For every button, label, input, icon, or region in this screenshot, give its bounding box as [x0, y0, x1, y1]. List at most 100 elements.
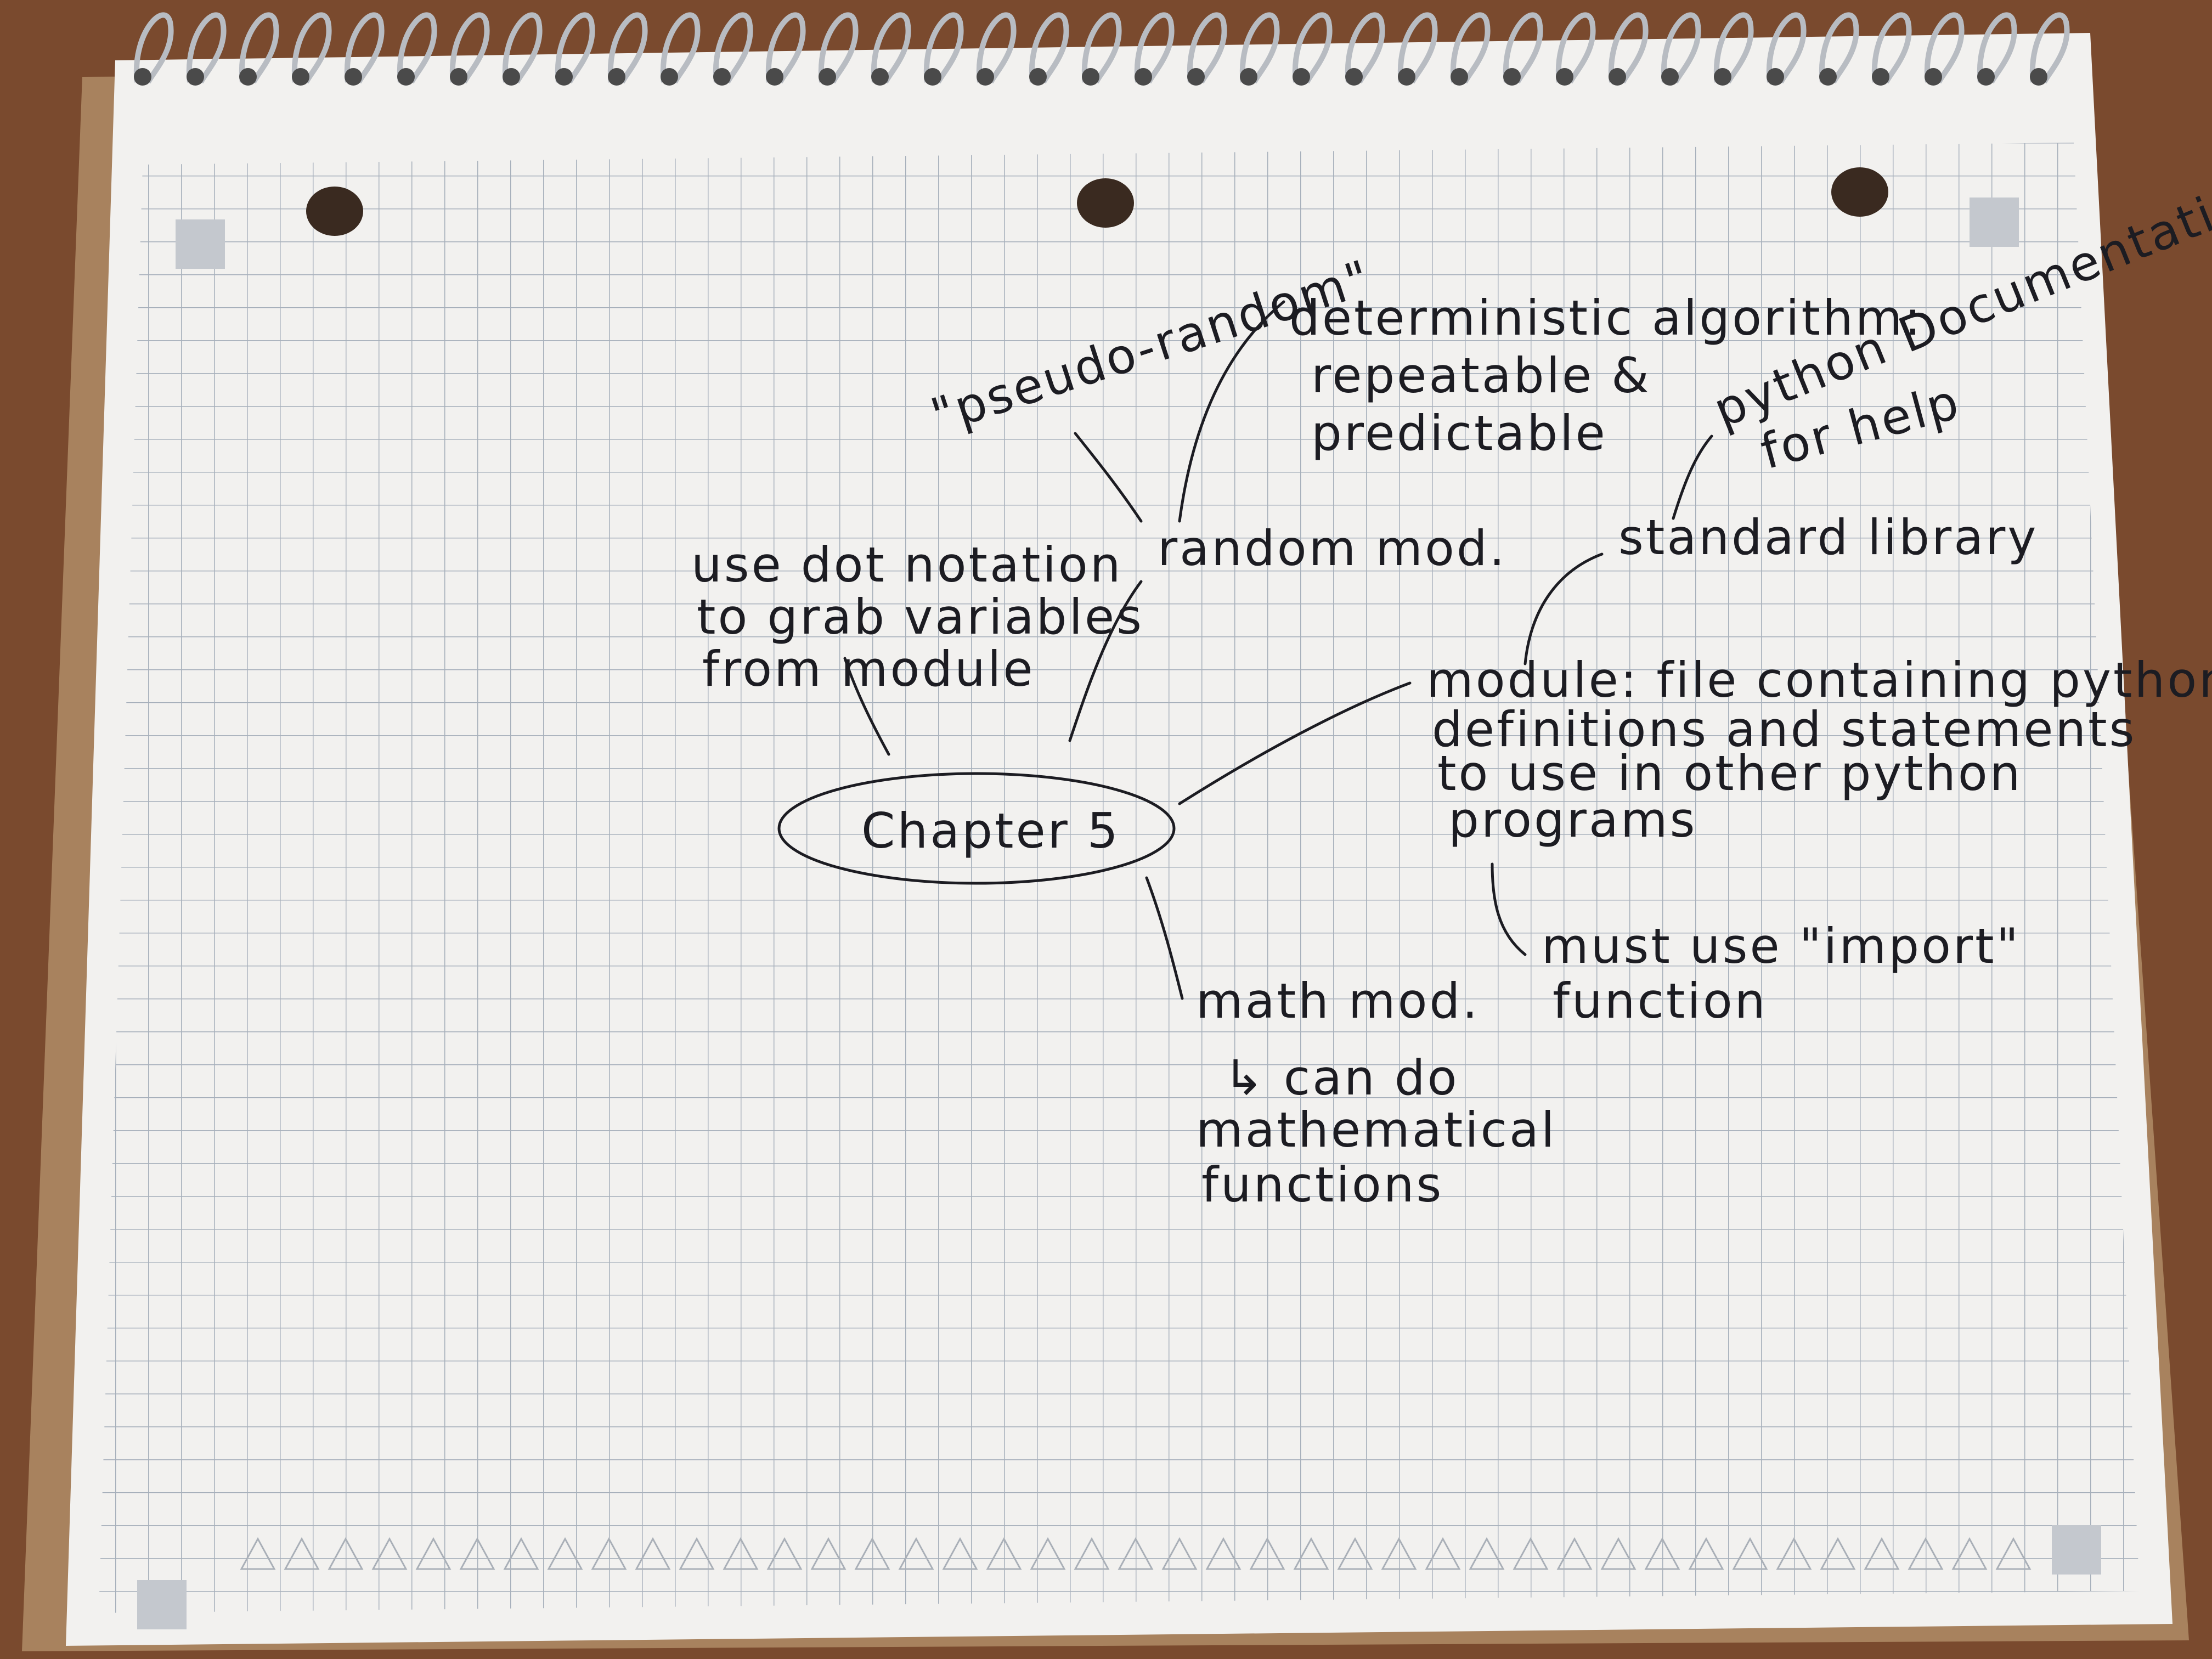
spiral-hole: [1503, 68, 1521, 86]
spiral-coil: [186, 12, 227, 84]
spiral-hole: [977, 68, 994, 86]
spiral-hole: [1872, 68, 1889, 86]
spiral-coil: [1924, 12, 1965, 84]
math-mod-label: math mod.: [1196, 973, 1480, 1029]
spiral-coil: [1555, 12, 1596, 84]
deterministic-line-2: repeatable &: [1311, 347, 1651, 404]
module-def-line-1: module: file containing python: [1426, 652, 2212, 708]
spiral-hole: [187, 68, 204, 86]
spiral-coil: [607, 12, 648, 84]
spiral-coil: [2029, 12, 2070, 84]
connector-python-docs: [1672, 435, 1713, 520]
spiral-coil: [1134, 12, 1175, 84]
spiral-hole: [1398, 68, 1415, 86]
grid-lines: [99, 143, 2140, 1613]
spiral-coil: [1608, 12, 1649, 84]
spiral-coil: [1503, 12, 1543, 84]
spiral-coil: [660, 12, 701, 84]
spiral-hole: [713, 68, 731, 86]
spiral-hole: [924, 68, 941, 86]
spiral-coil: [818, 12, 859, 84]
spiral-coil: [397, 12, 437, 84]
spiral-coil: [1661, 12, 1701, 84]
spiral-hole: [397, 68, 415, 86]
math-desc-line-3: functions: [1201, 1156, 1443, 1213]
spiral-hole: [239, 68, 257, 86]
deterministic-line-3: predictable: [1311, 405, 1607, 461]
dot-notation-line-3: from module: [702, 641, 1035, 697]
center-label: Chapter 5: [861, 803, 1120, 859]
punch-hole-right: [1831, 167, 1888, 217]
spiral-coil: [765, 12, 806, 84]
spiral-hole: [819, 68, 836, 86]
punch-hole-left: [306, 187, 363, 236]
spiral-coil: [1345, 12, 1385, 84]
spiral-hole: [1240, 68, 1257, 86]
corner-mark-bottom-left: [137, 1580, 187, 1629]
spiral-coil: [1871, 12, 1912, 84]
spiral-hole: [871, 68, 889, 86]
spiral-hole: [1767, 68, 1784, 86]
spiral-hole: [1925, 68, 1942, 86]
spiral-hole: [1082, 68, 1099, 86]
spiral-coil: [1397, 12, 1438, 84]
center-ellipse: [777, 772, 1176, 885]
spiral-hole: [661, 68, 678, 86]
spiral-coil: [1819, 12, 1859, 84]
standard-library-label: standard library: [1618, 509, 2038, 566]
spiral-coil: [502, 12, 543, 84]
spiral-coil: [1292, 12, 1333, 84]
triangle-border: [240, 1537, 2032, 1570]
math-desc-line-1: ↳ can do: [1223, 1049, 1459, 1106]
spiral-coil: [344, 12, 385, 84]
spiral-hole: [555, 68, 573, 86]
spiral-coil: [1081, 12, 1122, 84]
spiral-hole: [134, 68, 151, 86]
spiral-binding: [133, 12, 2070, 86]
spiral-hole: [1819, 68, 1837, 86]
dot-notation-line-1: use dot notation: [691, 537, 1123, 593]
spiral-hole: [1451, 68, 1468, 86]
corner-mark-top-left: [176, 219, 225, 269]
spiral-hole: [345, 68, 362, 86]
module-def-line-2: definitions and statements: [1432, 701, 2136, 758]
corner-mark-bottom-right: [2052, 1525, 2101, 1575]
spiral-hole: [1977, 68, 1995, 86]
deterministic-line-1: deterministic algorithm:: [1289, 290, 1923, 346]
spiral-hole: [1714, 68, 1731, 86]
random-mod-label: random mod.: [1158, 520, 1507, 577]
spiral-coil: [713, 12, 753, 84]
spiral-coil: [1713, 12, 1754, 84]
dot-notation-line-2: to grab variables: [697, 589, 1144, 645]
module-def-line-4: programs: [1448, 792, 1697, 848]
connector-module: [1178, 681, 1412, 805]
spiral-hole: [1135, 68, 1152, 86]
mindmap-connectors: [777, 300, 1713, 1000]
spiral-coil: [1029, 12, 1069, 84]
corner-mark-top-right: [1970, 198, 2019, 247]
spiral-coil: [291, 12, 332, 84]
connector-standard-library: [1523, 552, 1604, 665]
import-line-2: function: [1553, 973, 1767, 1029]
spiral-coil: [976, 12, 1017, 84]
spiral-coil: [1187, 12, 1227, 84]
spiral-coil: [923, 12, 964, 84]
punch-hole-center: [1077, 178, 1134, 228]
connector-import: [1491, 862, 1527, 956]
connector-math-mod: [1145, 876, 1184, 1000]
connector-pseudo-random: [1074, 432, 1143, 523]
connector-dot-notation: [843, 657, 890, 756]
spiral-coil: [1766, 12, 1807, 84]
spiral-hole: [1187, 68, 1205, 86]
spiral-hole: [1345, 68, 1363, 86]
spiral-hole: [2030, 68, 2047, 86]
connector-random-mod: [1068, 580, 1143, 742]
spiral-hole: [1661, 68, 1679, 86]
spiral-coil: [133, 12, 174, 84]
spiral-coil: [239, 12, 279, 84]
spiral-coil: [1450, 12, 1491, 84]
spiral-coil: [1239, 12, 1280, 84]
connector-deterministic: [1178, 300, 1285, 523]
spiral-hole: [1029, 68, 1047, 86]
